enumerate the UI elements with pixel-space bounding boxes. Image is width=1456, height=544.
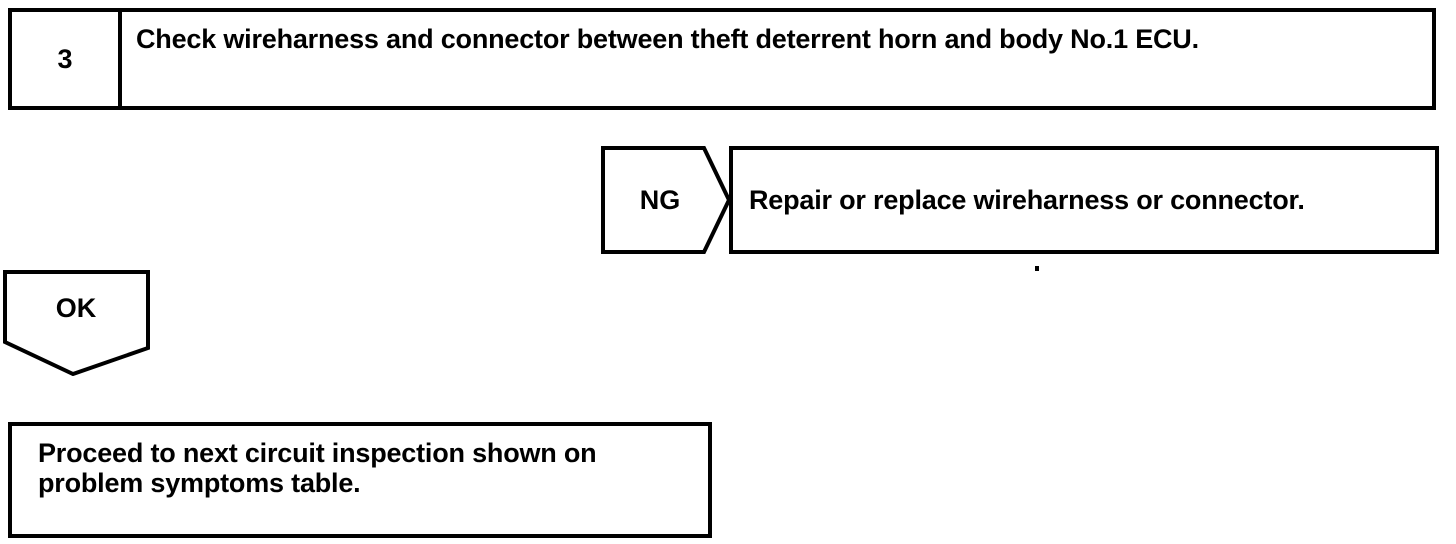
step-instruction-text: Check wireharness and connector between … bbox=[136, 24, 1199, 54]
ok-result-box: Proceed to next circuit inspection shown… bbox=[8, 422, 712, 538]
ok-branch-label: OK bbox=[55, 292, 97, 323]
ng-result-text: Repair or replace wireharness or connect… bbox=[749, 185, 1305, 215]
ng-result-box: Repair or replace wireharness or connect… bbox=[729, 146, 1439, 254]
ok-result-text: Proceed to next circuit inspection shown… bbox=[38, 438, 597, 498]
ng-branch-label: NG bbox=[639, 184, 681, 215]
step-instruction-cell: Check wireharness and connector between … bbox=[122, 12, 1432, 106]
ok-pentagon-shape bbox=[2, 270, 152, 376]
ng-pentagon-shape bbox=[601, 146, 731, 254]
step-row: 3 Check wireharness and connector betwee… bbox=[8, 8, 1436, 110]
scan-speck bbox=[1035, 266, 1039, 271]
step-number: 3 bbox=[57, 43, 73, 74]
step-number-cell: 3 bbox=[12, 12, 122, 106]
